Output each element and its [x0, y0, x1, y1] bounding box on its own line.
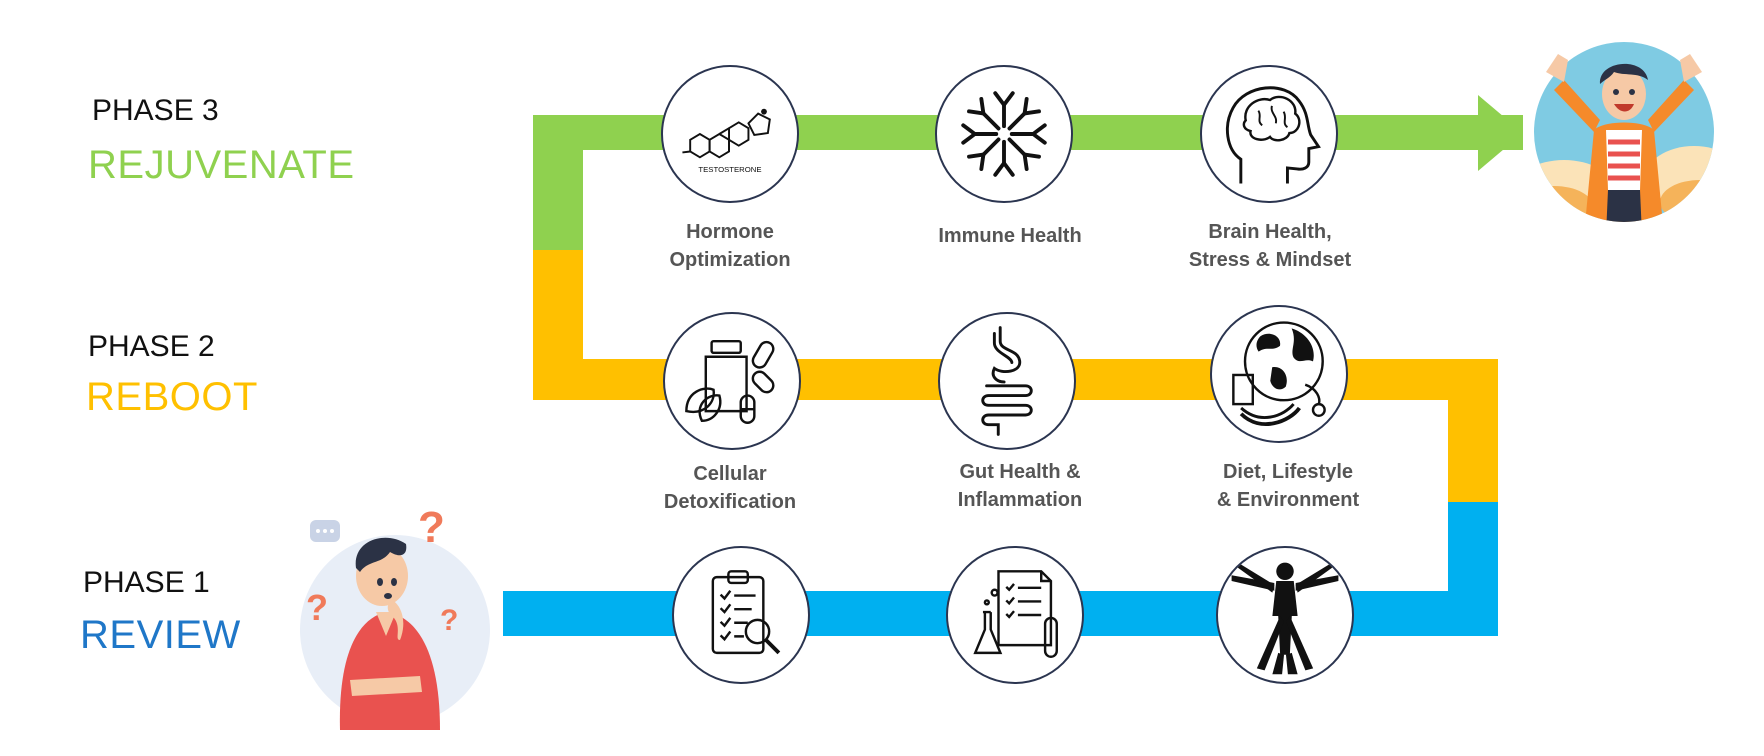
- lab-report-icon: [946, 546, 1084, 684]
- step-label-diet-lifestyle: Diet, Lifestyle& Environment: [1216, 461, 1360, 511]
- svg-text:?: ?: [440, 604, 458, 637]
- testosterone-molecule-icon: TESTOSTERONE: [661, 65, 799, 203]
- immune-antibody-icon: [935, 65, 1073, 203]
- band-yellow-right-vertical: [1448, 359, 1498, 502]
- phase-3-number: PHASE 3: [92, 94, 219, 127]
- phase-1-name: REVIEW: [80, 613, 241, 657]
- vitruvian-man-icon: [1216, 546, 1354, 684]
- phase-2-number: PHASE 2: [88, 330, 215, 363]
- testosterone-icon-text: TESTOSTERONE: [698, 165, 761, 174]
- arrow-head-icon: [1478, 95, 1523, 171]
- stomach-intestine-icon: [938, 312, 1076, 450]
- phase-1-number: PHASE 1: [83, 566, 210, 599]
- happy-man-illustration: [1534, 42, 1714, 222]
- phase-2-name: REBOOT: [86, 375, 258, 419]
- supplements-icon: [663, 312, 801, 450]
- svg-text:?: ?: [418, 503, 445, 552]
- step-label-immune-health: Immune Health: [938, 225, 1082, 247]
- clipboard-search-icon: [672, 546, 810, 684]
- step-label-brain-health: Brain Health,Stress & Mindset: [1188, 221, 1352, 271]
- brain-head-icon: [1200, 65, 1338, 203]
- step-label-gut-health: Gut Health &Inflammation: [957, 461, 1083, 511]
- globe-lifestyle-icon: [1210, 305, 1348, 443]
- phase-3-name: REJUVENATE: [88, 143, 355, 187]
- thinking-man-illustration: ? ? ?: [300, 503, 490, 730]
- band-green-vertical: [533, 115, 583, 250]
- svg-text:?: ?: [306, 587, 328, 628]
